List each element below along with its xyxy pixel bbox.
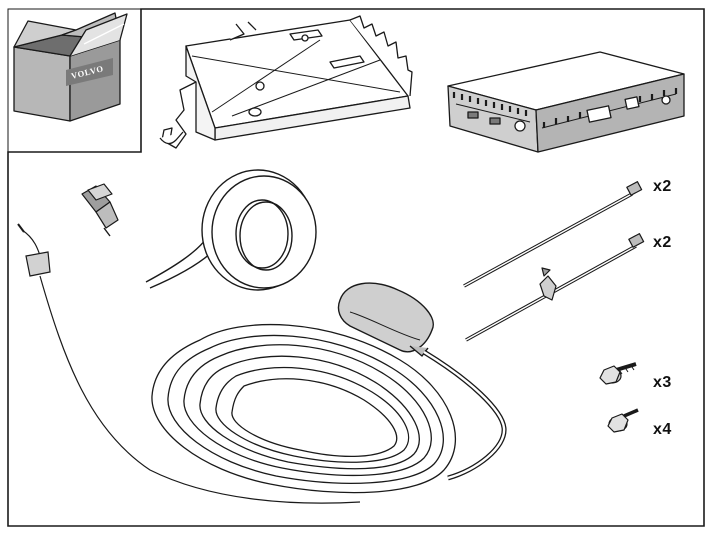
cable-tie-clip-quantity: x2 <box>653 234 672 251</box>
outer-frame <box>7 8 705 527</box>
screw-small-quantity: x4 <box>653 421 672 438</box>
screw-large-icon <box>599 362 637 385</box>
cable-tie-clip-icon <box>465 233 645 342</box>
mounting-bracket-icon <box>159 15 413 149</box>
cable-tie-plain-quantity: x2 <box>653 178 672 195</box>
volvo-box-icon: VOLVO <box>13 12 128 122</box>
gps-antenna-icon <box>337 282 507 481</box>
box-inset-frame <box>7 8 141 152</box>
screw-small-icon <box>607 408 639 433</box>
screw-large-quantity: x3 <box>653 374 672 391</box>
cable-tag-icon <box>17 223 361 504</box>
cable-tie-plain-icon <box>463 181 643 288</box>
connector-icon <box>81 183 119 237</box>
coiled-cable-icon <box>151 323 457 494</box>
tape-roll-icon <box>145 169 317 291</box>
control-module-icon <box>447 51 685 153</box>
